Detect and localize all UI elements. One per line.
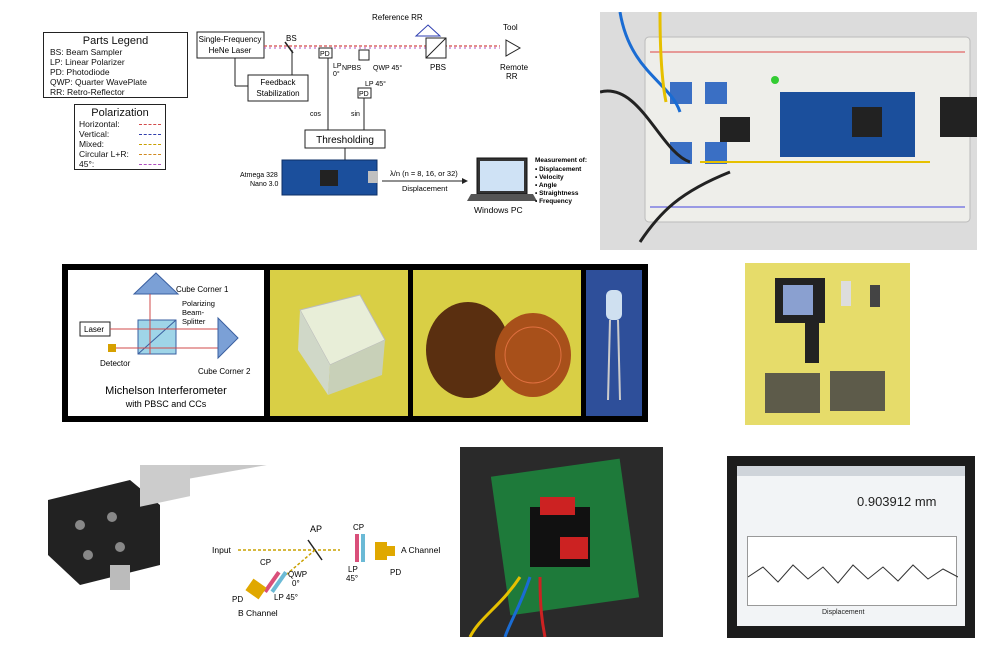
cube-corner-photo bbox=[413, 270, 581, 416]
polarization-legend: Polarization Horizontal:Vertical:Mixed:C… bbox=[74, 104, 166, 170]
polarization-line-icon bbox=[139, 134, 161, 139]
ap-label: AP bbox=[310, 524, 322, 534]
lp0-label-2: 0° bbox=[333, 70, 340, 78]
polarization-legend-item: Circular L+R: bbox=[79, 149, 161, 159]
measurement-list: • Displacement• Velocity• Angle• Straigh… bbox=[535, 166, 582, 205]
lp0-label-1: LP bbox=[333, 63, 342, 70]
lp45-b-label: LP 45° bbox=[274, 593, 298, 602]
polarization-label: Vertical: bbox=[79, 129, 110, 139]
components-photo bbox=[745, 263, 910, 425]
atmega-label-1: Atmega 328 bbox=[240, 172, 278, 179]
polarization-label: Circular L+R: bbox=[79, 149, 129, 159]
cube-corner-2-label: Cube Corner 2 bbox=[198, 367, 251, 376]
parts-legend-item: QWP: Quarter WavePlate bbox=[50, 77, 147, 87]
polarization-legend-title: Polarization bbox=[91, 107, 149, 119]
qwp-label-1: QWP bbox=[288, 570, 307, 579]
polarization-legend-item: Horizontal: bbox=[79, 119, 161, 129]
polarization-legend-item: Mixed: bbox=[79, 139, 161, 149]
pcb-module-photo bbox=[460, 447, 663, 637]
breadboard-photo bbox=[600, 12, 977, 250]
tool-label: Tool bbox=[503, 23, 518, 32]
pd2-label: PD bbox=[359, 91, 369, 98]
qwp45-label: QWP 45° bbox=[373, 64, 402, 72]
polarization-label: Mixed: bbox=[79, 139, 105, 149]
windows-pc-label: Windows PC bbox=[474, 205, 523, 215]
measurement-item: • Displacement bbox=[535, 166, 582, 173]
michelson-diagram: Cube Corner 1 Polarizing Beam- Splitter … bbox=[68, 270, 264, 416]
pd-label: PD bbox=[320, 51, 330, 58]
polarizing-label-2: Beam- bbox=[182, 308, 205, 317]
parts-legend-item: PD: Photodiode bbox=[50, 67, 110, 77]
laser-label-2: HeNe Laser bbox=[209, 46, 252, 55]
pd-a-label: PD bbox=[390, 568, 401, 577]
measurement-item: • Velocity bbox=[535, 174, 564, 181]
laser-label: Laser bbox=[84, 325, 104, 334]
lp45-a-label-1: LP bbox=[348, 565, 358, 574]
photodiode-photo bbox=[586, 270, 642, 416]
polarization-legend-item: 45°: bbox=[79, 159, 161, 169]
pbs-label: PBS bbox=[430, 63, 446, 72]
laptop-screen-photo: 0.903912 mm Displacement bbox=[727, 456, 975, 638]
npbs-label: NPBS bbox=[342, 65, 361, 72]
reference-rr-label: Reference RR bbox=[372, 13, 423, 22]
remote-rr-label-2: RR bbox=[506, 72, 518, 81]
thresholding-label: Thresholding bbox=[316, 135, 374, 146]
polarizing-label-1: Polarizing bbox=[182, 299, 215, 308]
michelson-caption-1: Michelson Interferometer bbox=[105, 385, 227, 397]
feedback-label-2: Stabilization bbox=[256, 89, 299, 98]
sin-label: sin bbox=[351, 111, 360, 118]
qwp-label-2: 0° bbox=[292, 579, 300, 588]
polarization-legend-items: Horizontal:Vertical:Mixed:Circular L+R:4… bbox=[79, 119, 161, 169]
laser-label-1: Single-Frequency bbox=[199, 35, 262, 44]
polarization-line-icon bbox=[139, 164, 161, 169]
cp-a-label: CP bbox=[353, 523, 364, 532]
input-label: Input bbox=[212, 545, 232, 555]
graph-label: Displacement bbox=[822, 609, 865, 616]
polarization-label: 45°: bbox=[79, 159, 95, 169]
polarization-line-icon bbox=[139, 144, 161, 149]
b-channel-label: B Channel bbox=[238, 608, 278, 618]
parts-legend-item: RR: Retro-Reflector bbox=[50, 87, 125, 97]
cp-b-label: CP bbox=[260, 558, 271, 567]
quadrature-diagram: Input AP CP LP 45° A Channel PD CP QWP 0… bbox=[212, 523, 440, 618]
lp45-a-label-2: 45° bbox=[346, 574, 358, 583]
polarization-line-icon bbox=[139, 124, 161, 129]
parts-legend-item: BS: Beam Sampler bbox=[50, 47, 123, 57]
atmega-label-2: Nano 3.0 bbox=[250, 181, 279, 188]
detector-label: Detector bbox=[100, 359, 131, 368]
michelson-caption-2: with PBSC and CCs bbox=[125, 399, 207, 409]
lp45-label: LP 45° bbox=[365, 80, 386, 88]
parts-legend-item: LP: Linear Polarizer bbox=[50, 57, 125, 67]
translation-stage-photo bbox=[40, 465, 290, 595]
a-channel-label: A Channel bbox=[401, 545, 440, 555]
polarization-label: Horizontal: bbox=[79, 119, 120, 129]
system-block-diagram: Single-Frequency HeNe Laser Feedback Sta… bbox=[196, 13, 587, 215]
displacement-label: Displacement bbox=[402, 184, 448, 193]
displacement-readout: 0.903912 mm bbox=[857, 494, 937, 509]
polarization-line-icon bbox=[139, 154, 161, 159]
polarizing-label-3: Splitter bbox=[182, 317, 206, 326]
feedback-label-1: Feedback bbox=[260, 78, 296, 87]
remote-rr-label-1: Remote bbox=[500, 63, 529, 72]
measurement-item: • Straightness bbox=[535, 190, 579, 197]
pd-b-label: PD bbox=[232, 595, 243, 604]
beamsplitter-cube-photo bbox=[270, 270, 408, 416]
cos-label: cos bbox=[310, 111, 321, 118]
measurement-item: • Frequency bbox=[535, 198, 572, 205]
cube-corner-1-label: Cube Corner 1 bbox=[176, 285, 229, 294]
measurement-title: Measurement of: bbox=[535, 157, 587, 164]
parts-legend-title: Parts Legend bbox=[82, 35, 149, 47]
measurement-item: • Angle bbox=[535, 182, 557, 189]
lambda-label: λ/n (n = 8, 16, or 32) bbox=[390, 169, 458, 178]
bs-label: BS bbox=[286, 34, 297, 43]
polarization-legend-item: Vertical: bbox=[79, 129, 161, 139]
